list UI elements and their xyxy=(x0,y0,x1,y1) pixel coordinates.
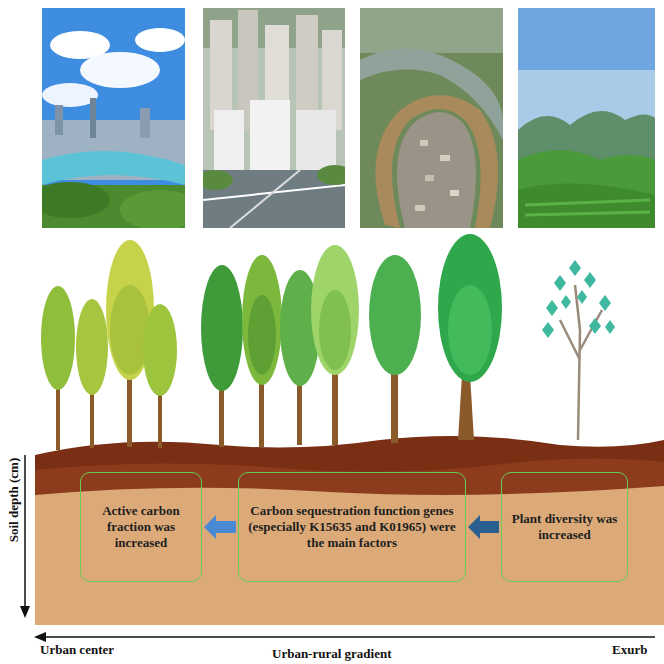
gradient-label: Urban-rural gradient xyxy=(272,646,392,662)
flow-arrow xyxy=(204,515,236,539)
box-text: Active carbon fraction was increased xyxy=(89,503,193,552)
gradient-label: Exurb xyxy=(612,642,647,658)
city-photo xyxy=(30,8,200,230)
process-box: Active carbon fraction was increased xyxy=(80,472,202,582)
axes xyxy=(20,455,655,642)
trees xyxy=(41,234,615,450)
town-photo xyxy=(360,8,503,228)
flow-arrow xyxy=(468,515,499,539)
box-text: Plant diversity was increased xyxy=(510,511,619,544)
process-box: Carbon sequestration function genes (esp… xyxy=(238,472,466,582)
axis-label: Soil depth (cm) xyxy=(6,458,22,543)
process-box: Plant diversity was increased xyxy=(501,472,628,582)
hills-photo xyxy=(518,8,655,228)
soil xyxy=(35,436,664,625)
street-photo xyxy=(197,8,353,228)
box-text: Carbon sequestration function genes (esp… xyxy=(247,503,457,552)
gradient-label: Urban center xyxy=(40,642,114,658)
